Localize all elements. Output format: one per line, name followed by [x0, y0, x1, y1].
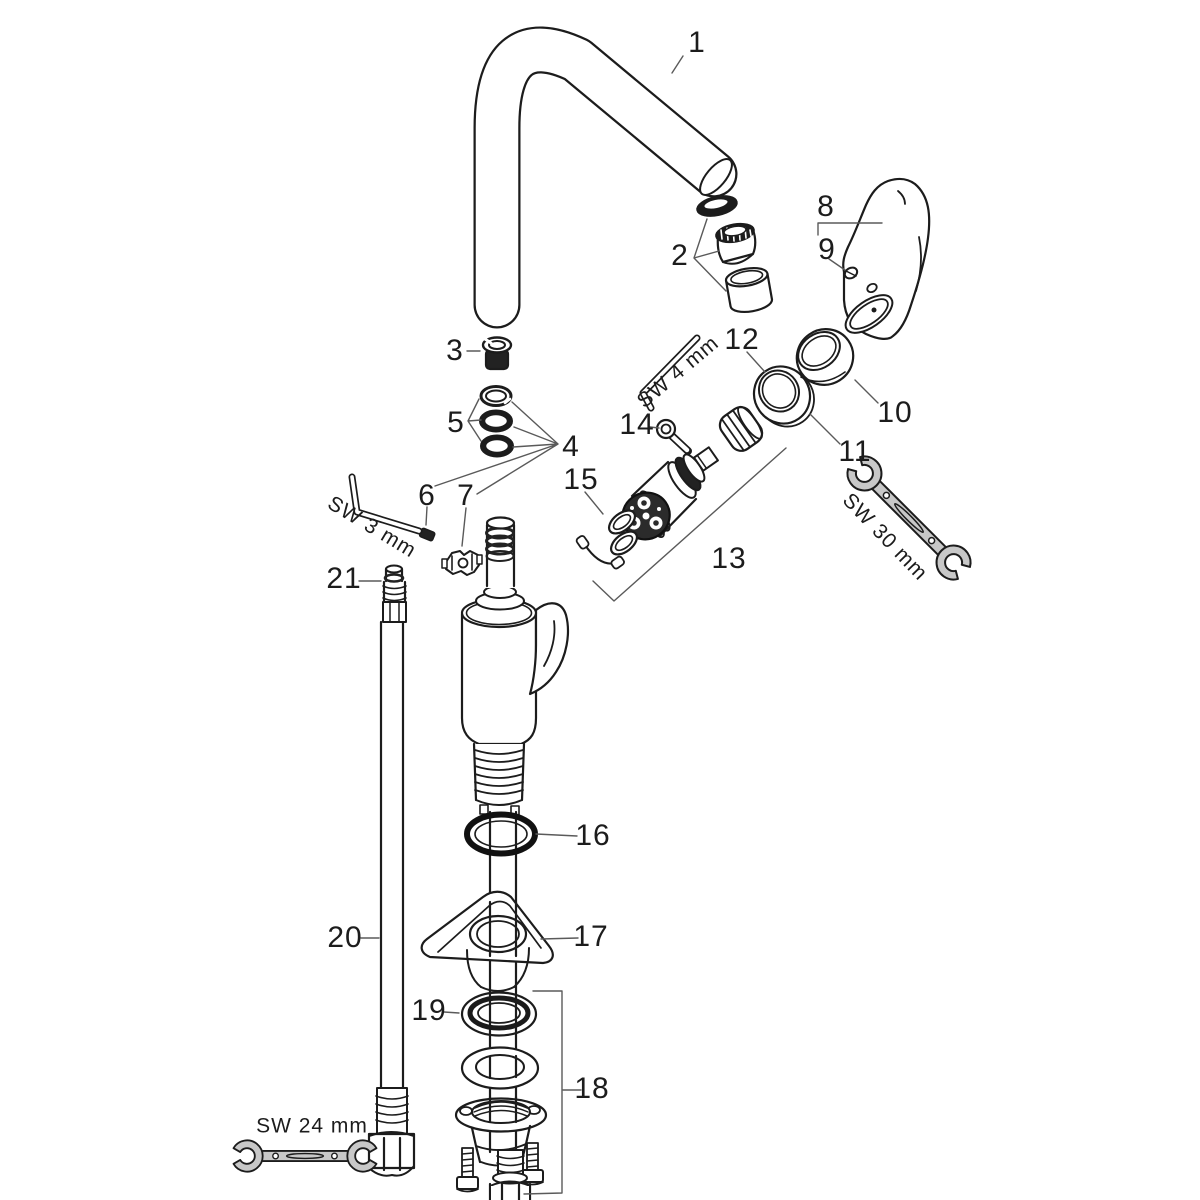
part-label-1: 1 — [688, 26, 706, 59]
part-label-5: 5 — [447, 406, 465, 439]
ring-12-drawing — [752, 365, 815, 428]
clip-drawing — [441, 550, 483, 576]
part-label-4: 4 — [562, 430, 580, 463]
hex-key-sw3-drawing — [348, 473, 423, 535]
part-label-16: 16 — [575, 819, 611, 852]
screw-14-drawing — [655, 418, 692, 455]
hose-drawing — [367, 564, 416, 1177]
faucet-body-drawing — [460, 516, 570, 816]
cartridge-drawing — [621, 446, 719, 541]
handle-drawing — [842, 177, 931, 340]
part-label-12: 12 — [724, 323, 760, 356]
cap-sleeve-drawing — [795, 328, 855, 386]
seal-set-drawing — [575, 509, 639, 570]
part-label-18: 18 — [574, 1072, 610, 1105]
part-label-2: 2 — [671, 239, 689, 272]
o-ring-16-drawing — [464, 811, 538, 857]
part-label-13: 13 — [711, 542, 747, 575]
leader-lines — [358, 55, 883, 1195]
part-label-8: 8 — [817, 190, 835, 223]
part-label-17: 17 — [573, 920, 609, 953]
hex-key-sw4-drawing — [639, 334, 701, 412]
part-label-3: 3 — [446, 334, 464, 367]
plug-drawing — [481, 336, 513, 371]
tool-label-sw24: SW 24 mm — [256, 1114, 368, 1138]
part-label-11: 11 — [838, 435, 872, 468]
part-label-10: 10 — [877, 396, 913, 429]
part-label-6: 6 — [418, 479, 436, 512]
wrench-sw24-drawing — [232, 1139, 378, 1173]
washer-drawing — [460, 1046, 540, 1090]
cartridge-nut-drawing — [718, 405, 764, 452]
spout-drawing — [473, 26, 738, 329]
part-label-14: 14 — [619, 408, 655, 441]
shank-hose-end-drawing — [488, 1149, 532, 1200]
bracket-17-drawing — [420, 890, 554, 992]
shank-drawing — [488, 810, 518, 1154]
part-label-15: 15 — [563, 463, 599, 496]
part-label-19: 19 — [411, 994, 447, 1027]
part-label-9: 9 — [818, 233, 836, 266]
part-label-7: 7 — [457, 479, 475, 512]
aerator-set-drawing — [696, 195, 774, 314]
part-label-20: 20 — [327, 921, 363, 954]
ring-19-drawing — [460, 991, 538, 1037]
seal-rings-drawing — [479, 385, 514, 458]
part-label-21: 21 — [326, 562, 362, 595]
